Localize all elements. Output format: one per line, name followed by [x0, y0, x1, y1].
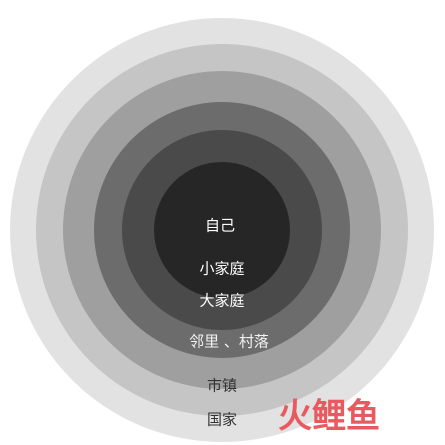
label-extended-family: 大家庭 — [199, 292, 244, 310]
label-nuclear-family: 小家庭 — [199, 260, 244, 278]
ring-self — [154, 162, 290, 298]
label-neighborhood-village: 邻里 、村落 — [189, 333, 269, 351]
label-country: 国家 — [207, 411, 237, 429]
watermark-logo: 火鲤鱼 — [278, 397, 380, 437]
label-town: 市镇 — [207, 377, 237, 395]
label-self: 自己 — [205, 217, 235, 235]
